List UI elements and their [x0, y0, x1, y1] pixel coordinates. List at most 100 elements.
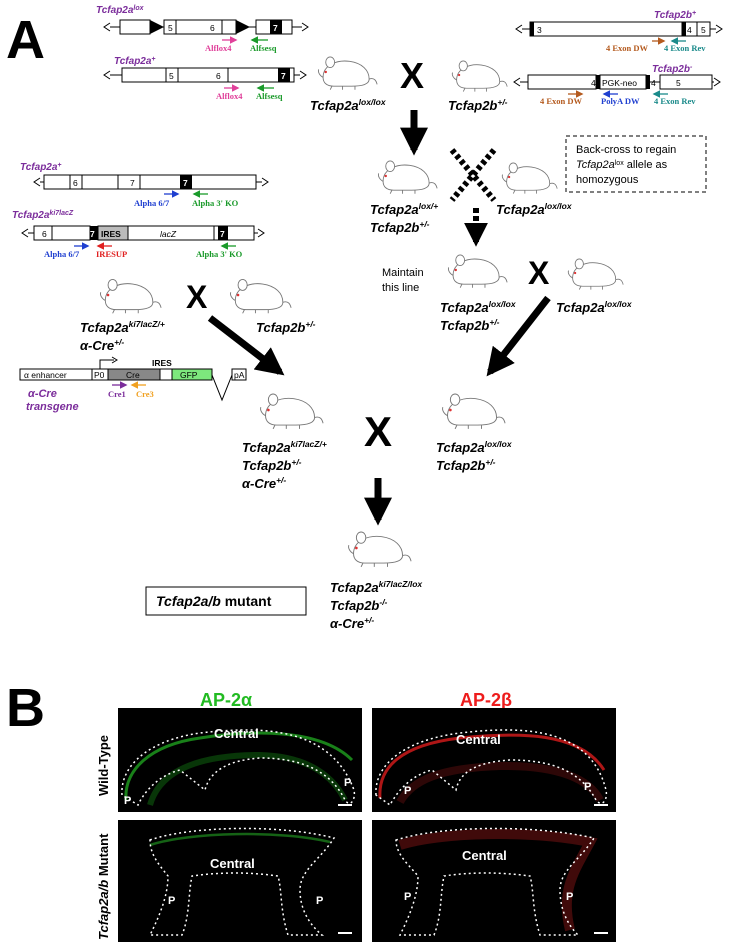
svg-text:7: 7: [273, 23, 278, 33]
allele-tcfap2a-plus-mid: Tcfap2a+ 6 7 7 Alpha 6/7 Alpha 3' KO: [20, 162, 269, 208]
svg-text:4 Exon DW: 4 Exon DW: [540, 96, 583, 106]
svg-text:Tcfap2b-: Tcfap2b-: [652, 64, 693, 76]
svg-text:Central: Central: [456, 732, 501, 747]
genotype-g11a: Tcfap2aki7lacZ/lox: [330, 579, 423, 595]
mouse-3: [377, 160, 438, 194]
svg-text:6: 6: [210, 23, 215, 33]
svg-text:7: 7: [90, 229, 95, 239]
svg-text:P: P: [584, 781, 591, 793]
svg-text:lacZ: lacZ: [160, 229, 177, 239]
genotype-g5b: Tcfap2b+/-: [440, 317, 500, 333]
svg-text:7: 7: [220, 229, 225, 239]
svg-text:P: P: [124, 795, 131, 807]
svg-text:P0: P0: [94, 370, 105, 380]
genotype-g10b: Tcfap2b+/-: [436, 457, 496, 473]
allele-tcfap2b-plus: Tcfap2b+ 3 4 5 4 Exon DW 4 Exon Rev: [515, 10, 723, 53]
svg-text:5: 5: [169, 71, 174, 81]
svg-text:7: 7: [281, 71, 286, 81]
svg-text:Cre: Cre: [126, 370, 140, 380]
svg-text:α-Cre: α-Cre: [28, 388, 57, 400]
svg-text:Alflox4: Alflox4: [216, 91, 243, 101]
svg-text:7: 7: [130, 178, 135, 188]
svg-text:Tcfap2a+: Tcfap2a+: [20, 162, 62, 174]
svg-text:4 Exon Rev: 4 Exon Rev: [654, 96, 696, 106]
genotype-g7a: Tcfap2aki7lacZ/+: [80, 319, 165, 335]
svg-text:P: P: [404, 785, 411, 797]
svg-text:Alfsesq: Alfsesq: [250, 43, 277, 53]
svg-text:Alpha 3' KO: Alpha 3' KO: [192, 198, 239, 208]
cross-x-2: X: [528, 255, 550, 291]
svg-text:Tcfap2alox: Tcfap2alox: [96, 5, 145, 17]
image-mut-ap2b: Central P P: [372, 820, 616, 942]
genotype-g4: Tcfap2alox/lox: [496, 201, 573, 217]
svg-text:3: 3: [537, 25, 542, 35]
svg-text:pA: pA: [234, 370, 245, 380]
arrow-right-diag: [486, 295, 551, 377]
svg-text:Tcfap2aki7lacZ: Tcfap2aki7lacZ: [12, 210, 74, 222]
svg-text:IRESUP: IRESUP: [96, 249, 127, 259]
alpha-cre-transgene: α enhancer P0 Cre IRES GFP pA Cre1 Cre3 …: [19, 356, 247, 413]
svg-text:homozygous: homozygous: [576, 174, 639, 186]
genotype-g8: Tcfap2b+/-: [256, 319, 316, 335]
svg-text:7: 7: [183, 178, 188, 188]
svg-text:4: 4: [687, 25, 692, 35]
svg-text:Alflox4: Alflox4: [205, 43, 232, 53]
mouse-8: [230, 278, 292, 314]
maintain-note-2: this line: [382, 282, 419, 294]
mutant-label-box: Tcfap2a/b mutant: [145, 586, 307, 616]
genotype-g3a: Tcfap2alox/+: [370, 201, 438, 217]
genotype-g2: Tcfap2b+/-: [448, 97, 508, 113]
mouse-10: [442, 393, 506, 430]
col-label-ap2b: AP-2β: [460, 690, 512, 710]
row-label-mutant: Tcfap2a/b Mutant: [96, 833, 111, 940]
svg-text:α enhancer: α enhancer: [24, 370, 67, 380]
genotype-g11c: α-Cre+/-: [330, 615, 374, 631]
svg-text:Central: Central: [462, 848, 507, 863]
genotype-g1: Tcfap2alox/lox: [310, 97, 387, 113]
backcross-note: Back-cross to regain Tcfap2alox allele a…: [565, 135, 707, 193]
svg-text:IRES: IRES: [101, 229, 121, 239]
svg-text:Central: Central: [210, 856, 255, 871]
svg-text:Alpha 6/7: Alpha 6/7: [44, 249, 80, 259]
svg-text:6: 6: [73, 178, 78, 188]
svg-text:Cre1: Cre1: [108, 389, 126, 399]
genotype-g9c: α-Cre+/-: [242, 475, 286, 491]
svg-text:Back-cross to regain: Back-cross to regain: [576, 144, 676, 156]
svg-text:P: P: [404, 891, 411, 903]
svg-text:Alfsesq: Alfsesq: [256, 91, 283, 101]
genotype-g10a: Tcfap2alox/lox: [436, 439, 513, 455]
mouse-9: [260, 393, 324, 430]
arrow-left-diag: [207, 315, 285, 376]
svg-text:5: 5: [701, 25, 706, 35]
genotype-g9a: Tcfap2aki7lacZ/+: [242, 439, 327, 455]
svg-text:Tcfap2b+: Tcfap2b+: [654, 10, 696, 22]
panel-b-label: B: [6, 678, 45, 738]
mouse-11: [348, 531, 412, 568]
svg-text:Alpha 6/7: Alpha 6/7: [134, 198, 170, 208]
image-mut-ap2a: Central P P: [118, 820, 362, 942]
svg-text:P: P: [168, 895, 175, 907]
allele-tcfap2b-minus: Tcfap2b- 4 PGK-neo 4 5 4 Exon DW PolyA D…: [513, 64, 721, 106]
svg-text:Tcfap2a/b mutant: Tcfap2a/b mutant: [156, 593, 272, 609]
svg-text:Cre3: Cre3: [136, 389, 154, 399]
svg-text:Central: Central: [214, 726, 259, 741]
allele-tcfap2a-lox: Tcfap2alox 5 6 7 Alflox4 Alfsesq: [96, 5, 309, 53]
mouse-4: [501, 162, 558, 194]
svg-text:P: P: [316, 895, 323, 907]
genotype-g11b: Tcfap2b-/-: [330, 597, 388, 613]
allele-tcfap2a-ki7lacz: Tcfap2aki7lacZ 6 7 IRES lacZ 7 Alpha 6/7…: [12, 210, 265, 259]
svg-text:P: P: [566, 891, 573, 903]
cross-x-1: X: [400, 55, 424, 96]
image-wt-ap2b: Central P P: [372, 708, 616, 812]
svg-text:transgene: transgene: [26, 401, 79, 413]
maintain-note-1: Maintain: [382, 267, 424, 279]
svg-text:Tcfap2alox allele as: Tcfap2alox allele as: [576, 159, 668, 171]
svg-text:5: 5: [168, 23, 173, 33]
mouse-1: [317, 56, 378, 90]
svg-text:6: 6: [42, 229, 47, 239]
genotype-g3b: Tcfap2b+/-: [370, 219, 430, 235]
svg-text:GFP: GFP: [180, 370, 198, 380]
svg-text:6: 6: [216, 71, 221, 81]
mouse-6: [567, 258, 624, 290]
